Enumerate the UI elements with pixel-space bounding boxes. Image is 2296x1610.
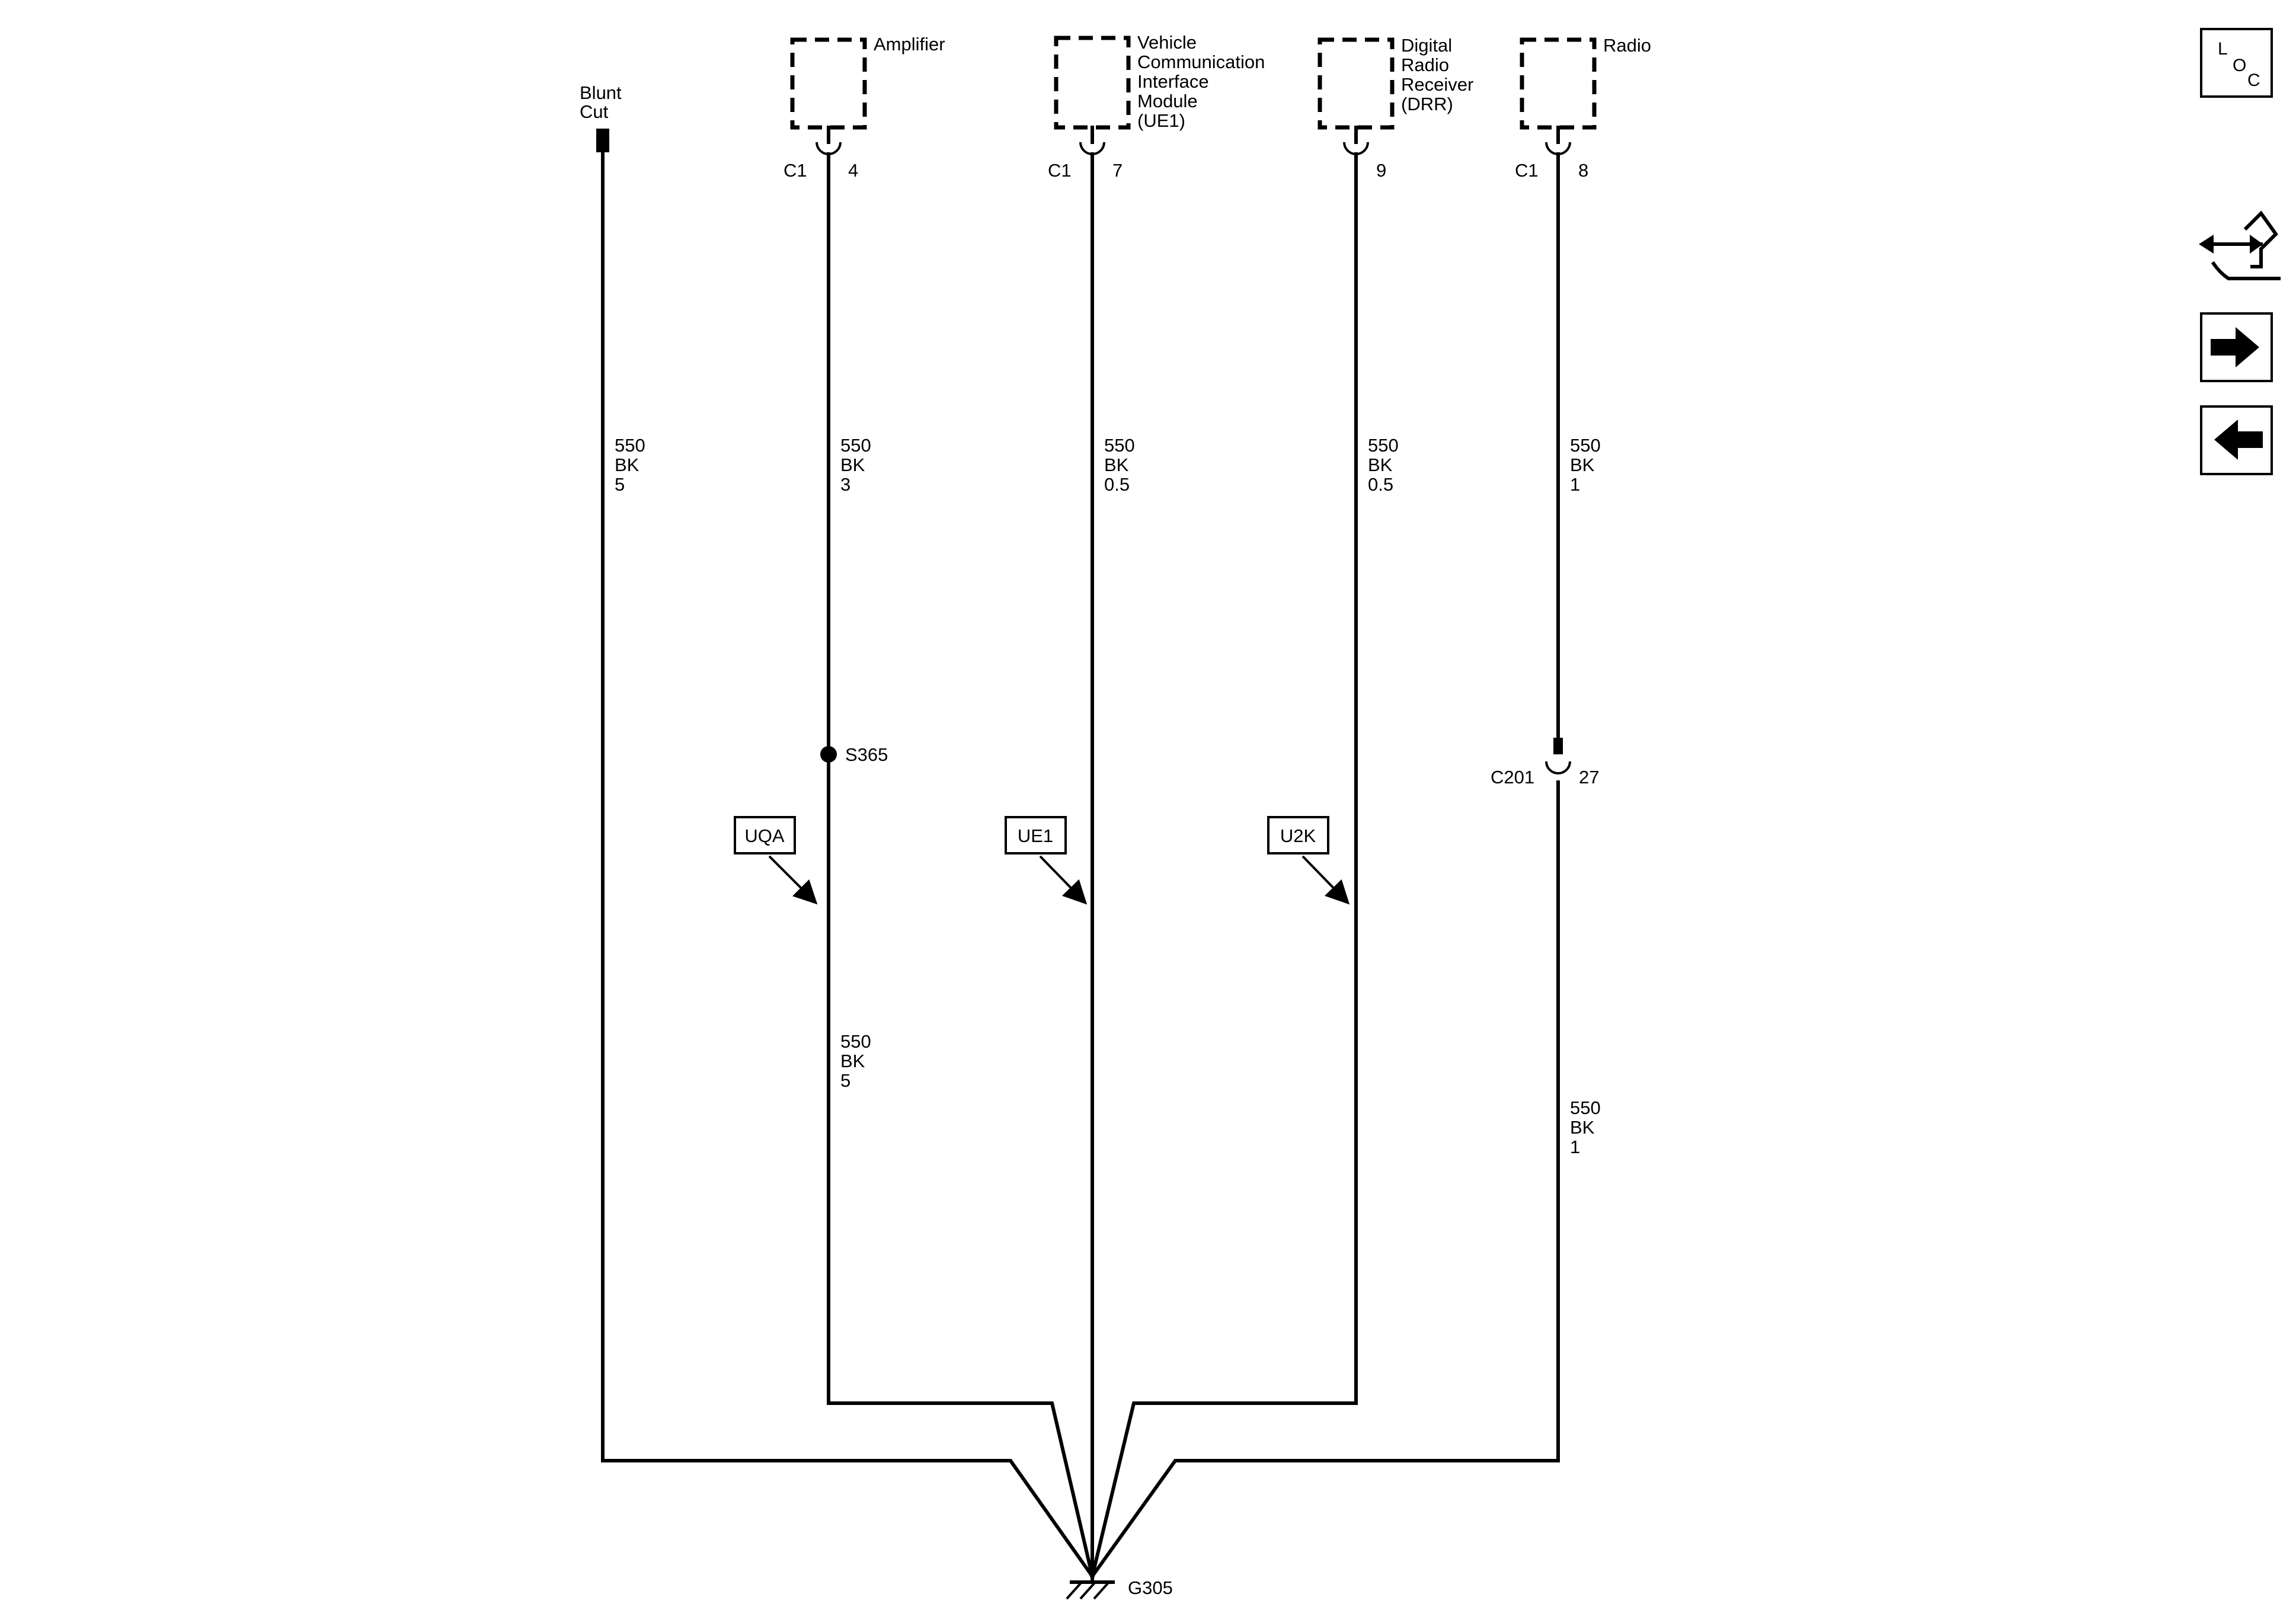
- option-tag-u2k-label: U2K: [1280, 825, 1316, 846]
- option-tag-ue1[interactable]: UE1: [1005, 816, 1088, 905]
- splice-s365: S365: [820, 744, 888, 765]
- drr-label-line2: Radio: [1401, 55, 1449, 75]
- vcim-connector-pin: 7: [1112, 160, 1123, 181]
- vcim-connector-name: C1: [1048, 160, 1072, 181]
- vcim-wire-label: 550 BK 0.5: [1104, 435, 1135, 495]
- blunt-cut-terminal: [596, 129, 609, 152]
- arrow-left-icon: [2214, 420, 2263, 460]
- loc-letter-c: C: [2247, 71, 2260, 90]
- amp-lower-wire-color: BK: [840, 1051, 865, 1071]
- next-page-button[interactable]: [2200, 312, 2273, 382]
- inline-connector-name: C201: [1491, 767, 1534, 788]
- ground-g305: G305: [1066, 1574, 1173, 1600]
- radio-lower-wire-color: BK: [1570, 1117, 1595, 1138]
- amp-upper-wire-circuit: 550: [840, 435, 871, 456]
- radio-upper-wire-size: 1: [1570, 474, 1580, 495]
- amplifier-component[interactable]: Amplifier: [790, 34, 945, 130]
- drr-wire[interactable]: [1090, 152, 1358, 1579]
- schematic-connector-icon[interactable]: [2199, 210, 2281, 280]
- vcim-wire-size: 0.5: [1104, 474, 1130, 495]
- drr-wire-size: 0.5: [1368, 474, 1393, 495]
- radio-upper-wire-circuit: 550: [1570, 435, 1601, 456]
- amp-lower-wire-size: 5: [840, 1070, 850, 1091]
- radio-connector-c1: C1 8: [1515, 126, 1588, 181]
- radio-component[interactable]: Radio: [1520, 35, 1651, 130]
- blunt-wire-color: BK: [615, 454, 639, 475]
- inline-connector-c201: C201 27: [1491, 738, 1599, 788]
- vcim-wire-color: BK: [1104, 454, 1129, 475]
- blunt-wire-label: 550 BK 5: [615, 435, 645, 495]
- vcim-label-line2: Communication: [1137, 52, 1265, 72]
- radio-connector-pin: 8: [1578, 160, 1588, 181]
- blunt-wire-size: 5: [615, 474, 625, 495]
- radio-lower-wire-circuit: 550: [1570, 1097, 1601, 1118]
- blunt-wire-circuit: 550: [615, 435, 645, 456]
- radio-connector-name: C1: [1515, 160, 1539, 181]
- loc-letter-o: O: [2233, 56, 2246, 75]
- blunt-cut-label-line1: Blunt: [580, 82, 622, 103]
- option-tag-uqa-label: UQA: [744, 825, 785, 846]
- blunt-cut: Blunt Cut: [580, 82, 622, 152]
- blunt-cut-wire[interactable]: [601, 151, 1095, 1579]
- radio-lower-wire-label: 550 BK 1: [1570, 1097, 1601, 1157]
- drr-wire-label: 550 BK 0.5: [1368, 435, 1399, 495]
- drr-wire-color: BK: [1368, 454, 1393, 475]
- previous-page-button[interactable]: [2200, 405, 2273, 475]
- loc-letter-l: L: [2218, 39, 2228, 59]
- drr-label-line4: (DRR): [1401, 94, 1453, 114]
- drr-label-line1: Digital: [1401, 35, 1452, 56]
- amp-upper-wire-size: 3: [840, 474, 850, 495]
- amp-lower-wire-label: 550 BK 5: [840, 1031, 871, 1091]
- drr-label-line3: Receiver: [1401, 74, 1473, 95]
- radio-wire[interactable]: [1089, 152, 1560, 1579]
- vcim-wire-circuit: 550: [1104, 435, 1135, 456]
- option-tag-u2k[interactable]: U2K: [1267, 816, 1350, 905]
- vcim-label-line5: (UE1): [1137, 110, 1185, 131]
- drr-wire-circuit: 550: [1368, 435, 1399, 456]
- drr-connector-pin: 9: [1376, 160, 1386, 181]
- vcim-label-line3: Interface: [1137, 71, 1209, 92]
- radio-label: Radio: [1603, 35, 1651, 56]
- radio-lower-wire-size: 1: [1570, 1137, 1580, 1157]
- loc-button[interactable]: L O C: [2200, 28, 2273, 98]
- drr-component[interactable]: Digital Radio Receiver (DRR): [1318, 35, 1473, 130]
- splice-label: S365: [845, 744, 888, 765]
- arrow-right-icon: [2211, 327, 2259, 367]
- vcim-label-line1: Vehicle: [1137, 32, 1197, 53]
- amplifier-connector-name: C1: [784, 160, 807, 181]
- ground-label: G305: [1128, 1577, 1173, 1598]
- amplifier-label: Amplifier: [874, 34, 945, 55]
- blunt-cut-label-line2: Cut: [580, 101, 609, 122]
- inline-connector-pin: 27: [1579, 767, 1599, 788]
- vcim-component[interactable]: Vehicle Communication Interface Module (…: [1054, 32, 1265, 131]
- vcim-connector-c1: C1 7: [1048, 126, 1123, 181]
- radio-upper-wire-label: 550 BK 1: [1570, 435, 1601, 495]
- option-tag-ue1-label: UE1: [1018, 825, 1053, 846]
- radio-upper-wire-color: BK: [1570, 454, 1595, 475]
- amp-lower-wire-circuit: 550: [840, 1031, 871, 1052]
- amplifier-wire[interactable]: [827, 152, 1095, 1579]
- amplifier-connector-c1: C1 4: [784, 126, 858, 181]
- amplifier-connector-pin: 4: [848, 160, 858, 181]
- option-tag-uqa[interactable]: UQA: [734, 816, 818, 905]
- vcim-label-line4: Module: [1137, 91, 1198, 111]
- amp-upper-wire-color: BK: [840, 454, 865, 475]
- drr-connector: 9: [1343, 126, 1386, 181]
- amp-upper-wire-label: 550 BK 3: [840, 435, 871, 495]
